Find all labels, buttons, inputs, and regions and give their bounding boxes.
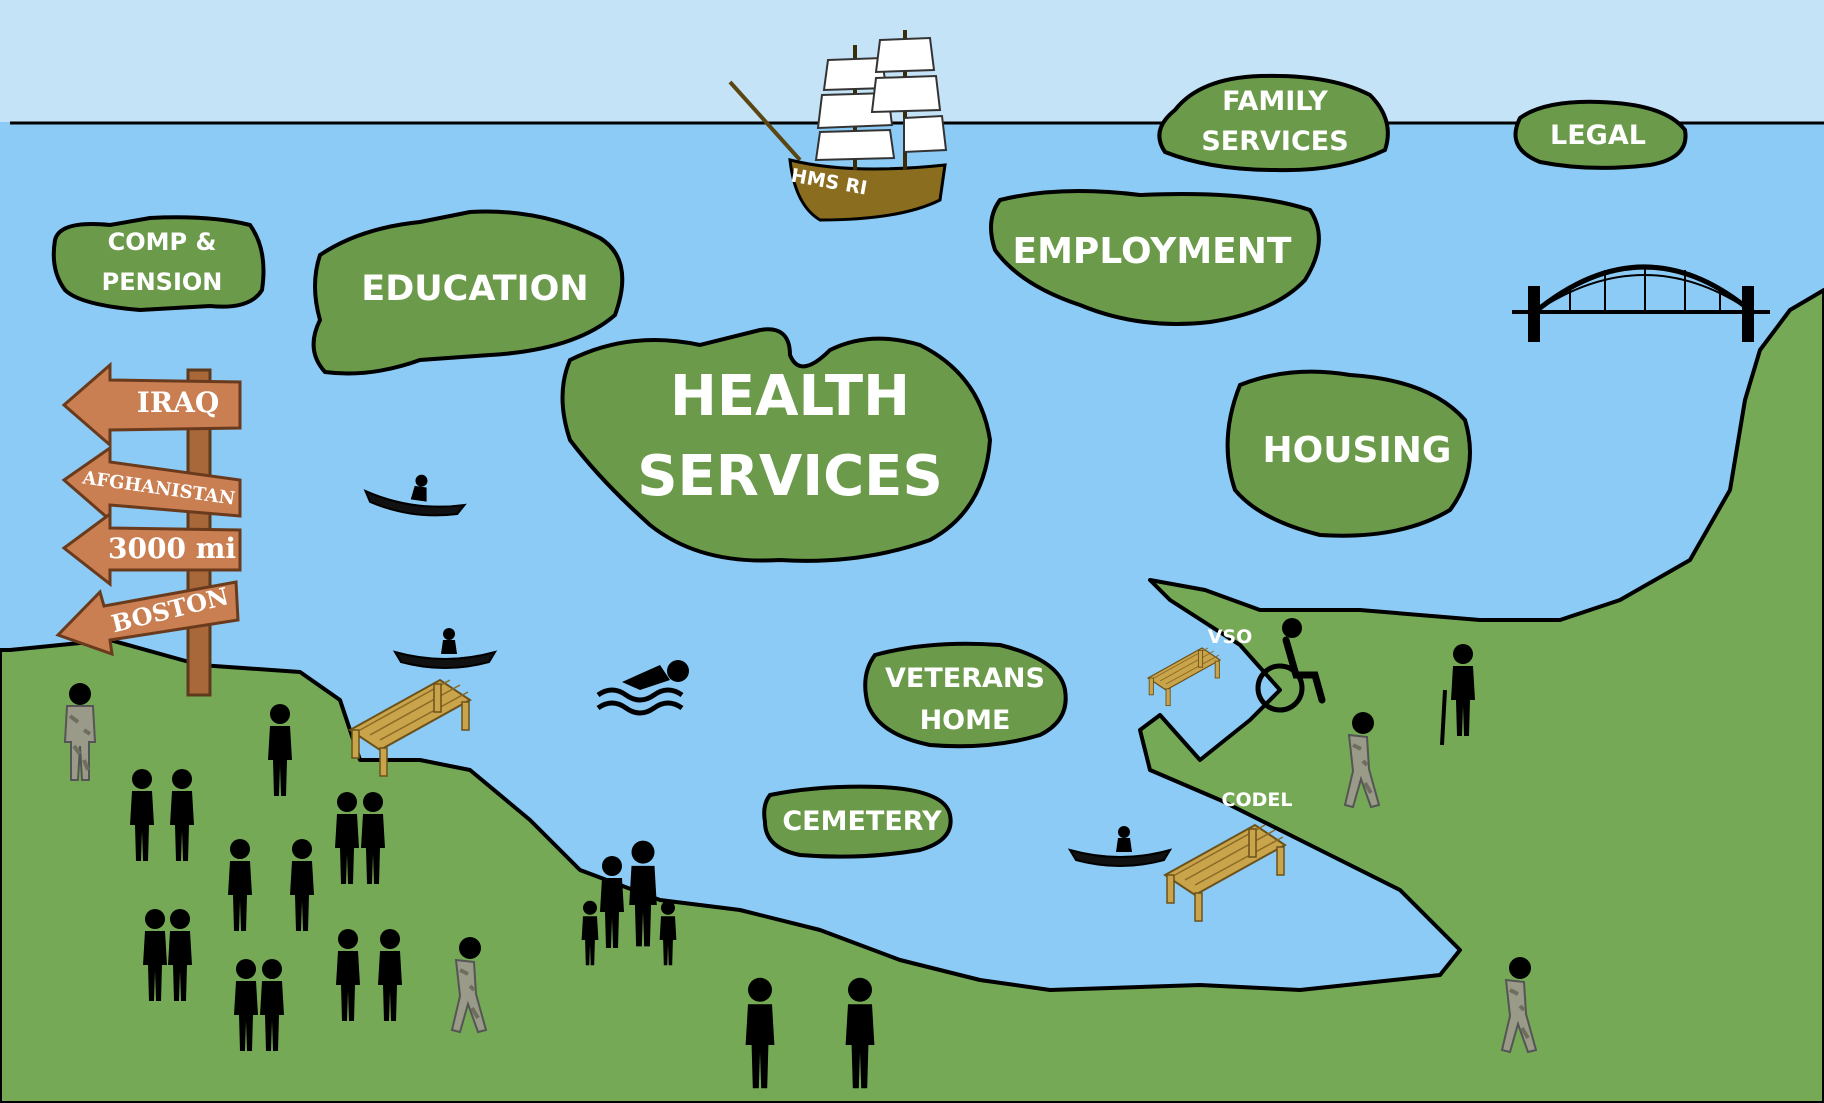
island-housing — [1225, 369, 1472, 538]
ship: HMS RI — [728, 30, 948, 222]
swimmer-icon — [596, 660, 689, 716]
island-legal — [1513, 99, 1688, 170]
island-cemetery — [762, 784, 953, 859]
veterans-home-line2: HOME — [920, 705, 1011, 736]
bridge — [1512, 264, 1770, 342]
veterans-home-line1: VETERANS — [885, 663, 1045, 694]
island-family-services — [1157, 73, 1390, 173]
housing-label: HOUSING — [1263, 430, 1452, 471]
health-services-line1: HEALTH — [670, 364, 910, 429]
codel-label: CODEL — [1222, 789, 1293, 811]
signpost: IRAQ AFGHANISTAN 3000 mi BOSTON — [55, 361, 242, 697]
cane-icon — [1440, 689, 1447, 746]
island-veterans-home — [863, 641, 1068, 749]
health-services-line2: SERVICES — [637, 444, 943, 509]
island-comp-pension — [51, 215, 266, 313]
sign-3000mi-text: 3000 mi — [108, 532, 236, 565]
family-services-line2: SERVICES — [1201, 126, 1348, 157]
sign-iraq-text: IRAQ — [137, 386, 219, 419]
island-education — [311, 209, 625, 376]
comp-pension-line1: COMP & — [108, 228, 217, 256]
wheelchair-icon — [1255, 618, 1326, 713]
employment-label: EMPLOYMENT — [1013, 231, 1292, 272]
cemetery-label: CEMETERY — [782, 806, 942, 837]
sign-iraq — [61, 361, 242, 449]
vso-label: VSO — [1208, 626, 1253, 648]
education-label: EDUCATION — [361, 269, 588, 309]
comp-pension-line2: PENSION — [102, 268, 223, 296]
family-services-line1: FAMILY — [1222, 86, 1328, 117]
sign-boston — [55, 580, 240, 657]
island-health-services — [560, 327, 993, 563]
land-left-shore — [0, 288, 1824, 1103]
sign-3000mi — [61, 511, 242, 588]
sign-afghanistan — [61, 445, 242, 524]
legal-label: LEGAL — [1550, 120, 1646, 151]
island-employment — [989, 189, 1321, 326]
